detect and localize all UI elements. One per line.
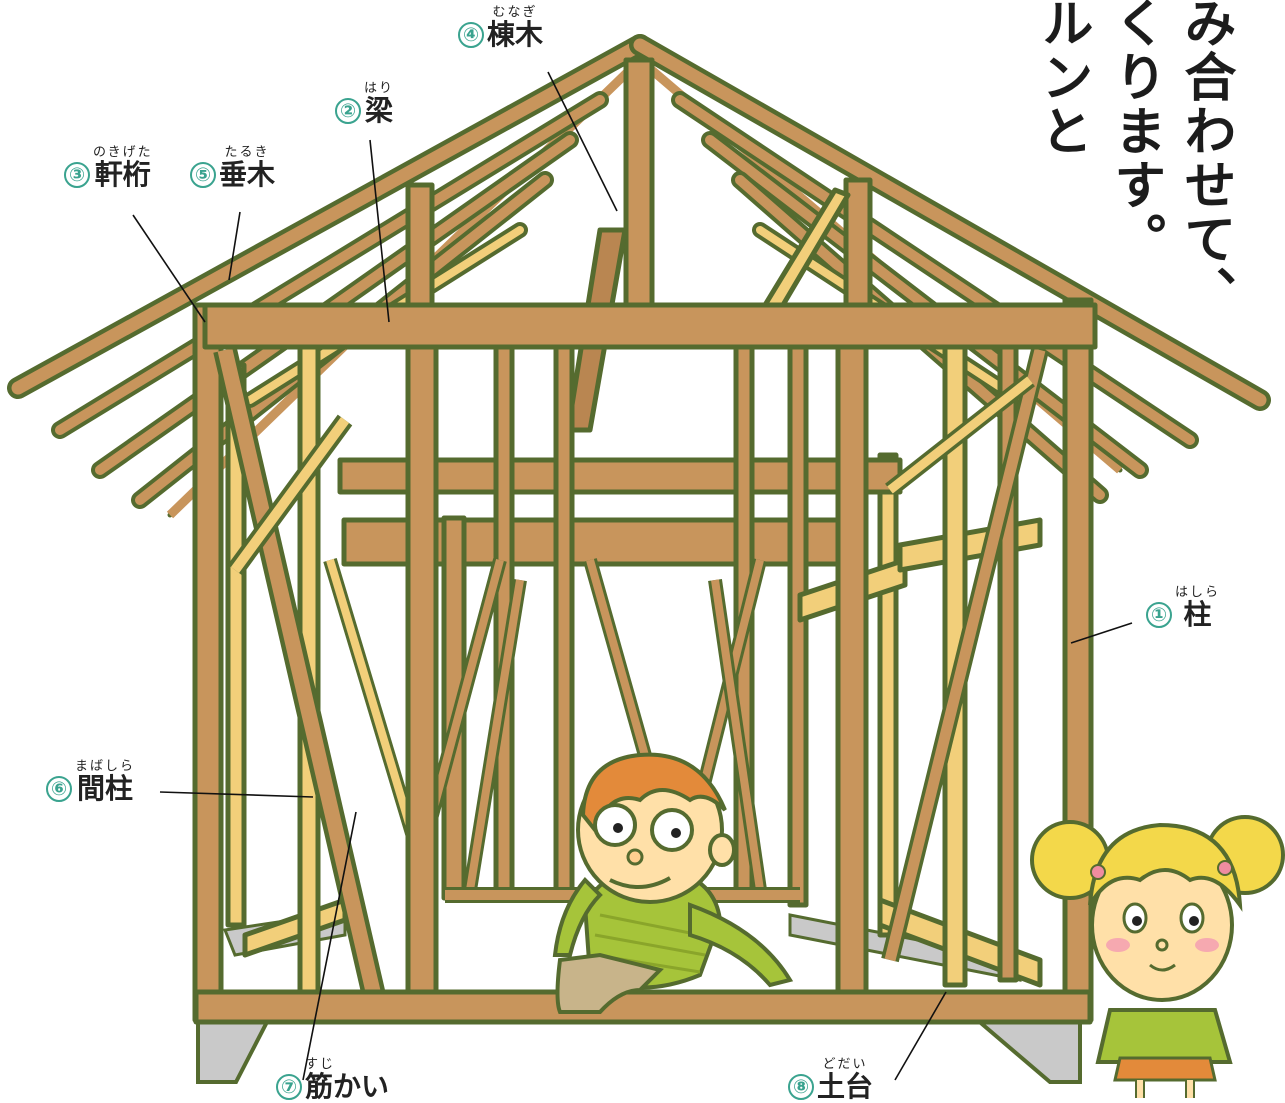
leader-lines (132, 71, 1133, 1081)
label-hari: ② はり 梁 (335, 82, 394, 127)
furigana: はしら (1175, 585, 1221, 600)
number-badge: ① (1146, 602, 1172, 628)
furigana: のきげた (93, 145, 153, 160)
label-dodai: ⑧ どだい 土台 (788, 1058, 873, 1103)
number-badge: ③ (64, 162, 90, 188)
term: たるき 垂木 (219, 146, 275, 191)
term-kanji: 間柱 (77, 772, 134, 805)
term-kanji: 棟木 (487, 18, 544, 51)
furigana: たるき (224, 145, 270, 160)
label-hashira: ① はしら 柱 (1146, 586, 1220, 631)
term: むなぎ 棟木 (487, 6, 543, 51)
term-kanji: 土台 (817, 1070, 874, 1103)
furigana: すじ (305, 1057, 336, 1072)
number-badge: ⑧ (788, 1074, 814, 1100)
label-sujikai: ⑦ すじ 筋かい (276, 1058, 389, 1103)
term-kanji: 垂木 (219, 158, 276, 191)
label-mabashira: ⑥ まばしら 間柱 (46, 760, 135, 805)
furigana: まばしら (75, 759, 136, 774)
label-nokigeta: ③ のきげた 軒桁 (64, 146, 153, 191)
right-wall (881, 342, 1049, 988)
term-kanji: 筋かい (305, 1070, 390, 1103)
number-badge: ⑤ (190, 162, 216, 188)
term: すじ 筋かい (305, 1058, 389, 1103)
number-badge: ⑦ (276, 1074, 302, 1100)
boy-character (552, 752, 794, 1014)
front-frame (192, 297, 1098, 1025)
number-badge: ⑥ (46, 776, 72, 802)
term-kanji: 梁 (365, 94, 394, 127)
caption-column-2: くります。 (1105, 0, 1165, 266)
girl-character (1030, 815, 1285, 1098)
term: まばしら 間柱 (75, 760, 135, 805)
label-munagi: ④ むなぎ 棟木 (458, 6, 543, 51)
caption-column-3: ルンと (1032, 0, 1092, 158)
furigana: はり (364, 81, 395, 96)
rafters (7, 34, 1271, 509)
term-kanji: 柱 (1183, 598, 1212, 631)
term: はしら 柱 (1175, 586, 1220, 631)
label-taruki: ⑤ たるき 垂木 (190, 146, 275, 191)
number-badge: ② (335, 98, 361, 124)
caption-column-1: み合わせて、 (1175, 0, 1235, 320)
furigana: どだい (822, 1057, 868, 1072)
number-badge: ④ (458, 22, 484, 48)
term: はり 梁 (364, 82, 394, 127)
term-kanji: 軒桁 (94, 158, 151, 191)
furigana: むなぎ (492, 5, 538, 20)
term: のきげた 軒桁 (93, 146, 153, 191)
term: どだい 土台 (817, 1058, 873, 1103)
